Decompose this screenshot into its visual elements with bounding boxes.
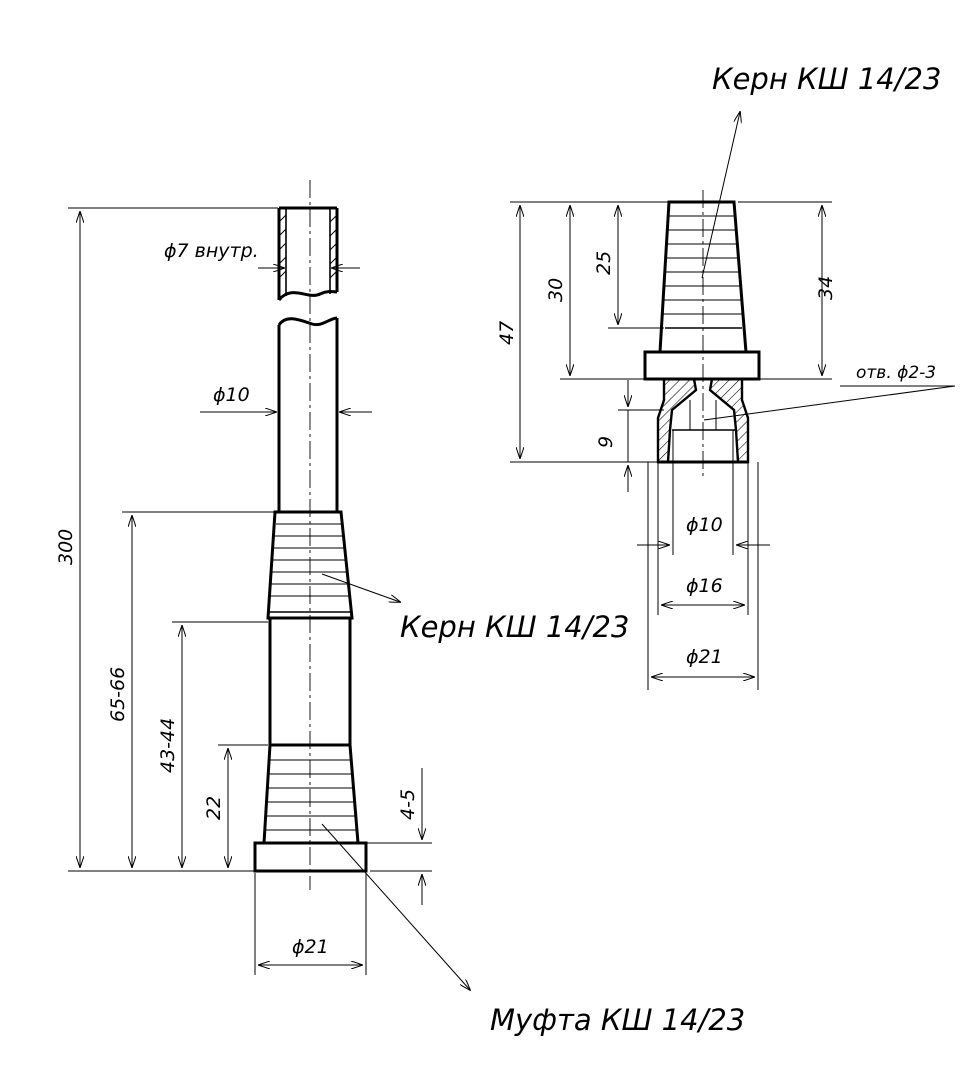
kern-joint bbox=[266, 510, 354, 620]
dim-34-text: 34 bbox=[815, 276, 837, 300]
kern-section-right bbox=[656, 377, 750, 464]
label-kern-top: Керн КШ 14/23 bbox=[712, 62, 941, 96]
dim-d21-left-text: ϕ21 bbox=[292, 936, 329, 958]
dim-65-66: 65-66 bbox=[107, 516, 132, 867]
dim-d21-right: ϕ21 bbox=[652, 646, 754, 677]
dim-300-text: 300 bbox=[55, 529, 77, 565]
dim-34: 34 bbox=[815, 206, 837, 375]
dim-d16: ϕ16 bbox=[662, 575, 744, 605]
dim-22-text: 22 bbox=[203, 796, 225, 820]
dim-d7-inner: ϕ7 внутр. bbox=[164, 240, 360, 268]
dim-30-text: 30 bbox=[545, 278, 567, 302]
leader-mufta: Муфта КШ 14/23 bbox=[321, 823, 745, 1037]
dim-d21-left: ϕ21 bbox=[254, 873, 367, 975]
label-otv: отв. ϕ2-3 bbox=[856, 363, 936, 383]
dim-22: 22 bbox=[203, 749, 228, 867]
dim-d7-text: ϕ7 внутр. bbox=[164, 240, 259, 262]
upper-tube bbox=[277, 206, 339, 302]
dim-30: 30 bbox=[545, 206, 570, 375]
label-kern-left: Керн КШ 14/23 bbox=[400, 610, 629, 644]
leader-kern-left: Керн КШ 14/23 bbox=[321, 573, 629, 644]
dim-d10-right: ϕ10 bbox=[637, 514, 770, 545]
dim-25-text: 25 bbox=[593, 251, 615, 275]
left-assembly: ϕ7 внутр. ϕ10 300 65-66 43-44 bbox=[55, 180, 745, 1037]
dim-9: 9 bbox=[595, 380, 628, 492]
dim-d21-right-text: ϕ21 bbox=[686, 646, 723, 668]
dim-9-text: 9 bbox=[595, 436, 617, 448]
dim-d16-text: ϕ16 bbox=[686, 575, 723, 597]
right-assembly: 47 30 25 34 9 отв. ϕ2-3 bbox=[496, 62, 956, 690]
dim-d10-left-text: ϕ10 bbox=[213, 384, 250, 406]
dim-d10-left: ϕ10 bbox=[200, 384, 372, 412]
dim-d10-right-text: ϕ10 bbox=[686, 514, 723, 536]
leader-otv: отв. ϕ2-3 bbox=[703, 363, 956, 421]
leader-kern-top: Керн КШ 14/23 bbox=[701, 62, 941, 279]
dim-65-66-text: 65-66 bbox=[107, 667, 129, 722]
dim-4-5-text: 4-5 bbox=[397, 789, 419, 820]
label-mufta: Муфта КШ 14/23 bbox=[490, 1003, 745, 1037]
kern-body-right bbox=[643, 200, 761, 381]
dim-43-44-text: 43-44 bbox=[157, 718, 179, 773]
mufta-joint bbox=[253, 743, 368, 873]
dim-43-44: 43-44 bbox=[157, 626, 182, 867]
dim-300: 300 bbox=[55, 212, 80, 867]
dim-4-5: 4-5 bbox=[360, 768, 432, 905]
dim-25: 25 bbox=[593, 206, 618, 324]
dim-47: 47 bbox=[496, 206, 520, 458]
dim-47-text: 47 bbox=[496, 321, 518, 345]
lower-tube bbox=[277, 316, 339, 512]
